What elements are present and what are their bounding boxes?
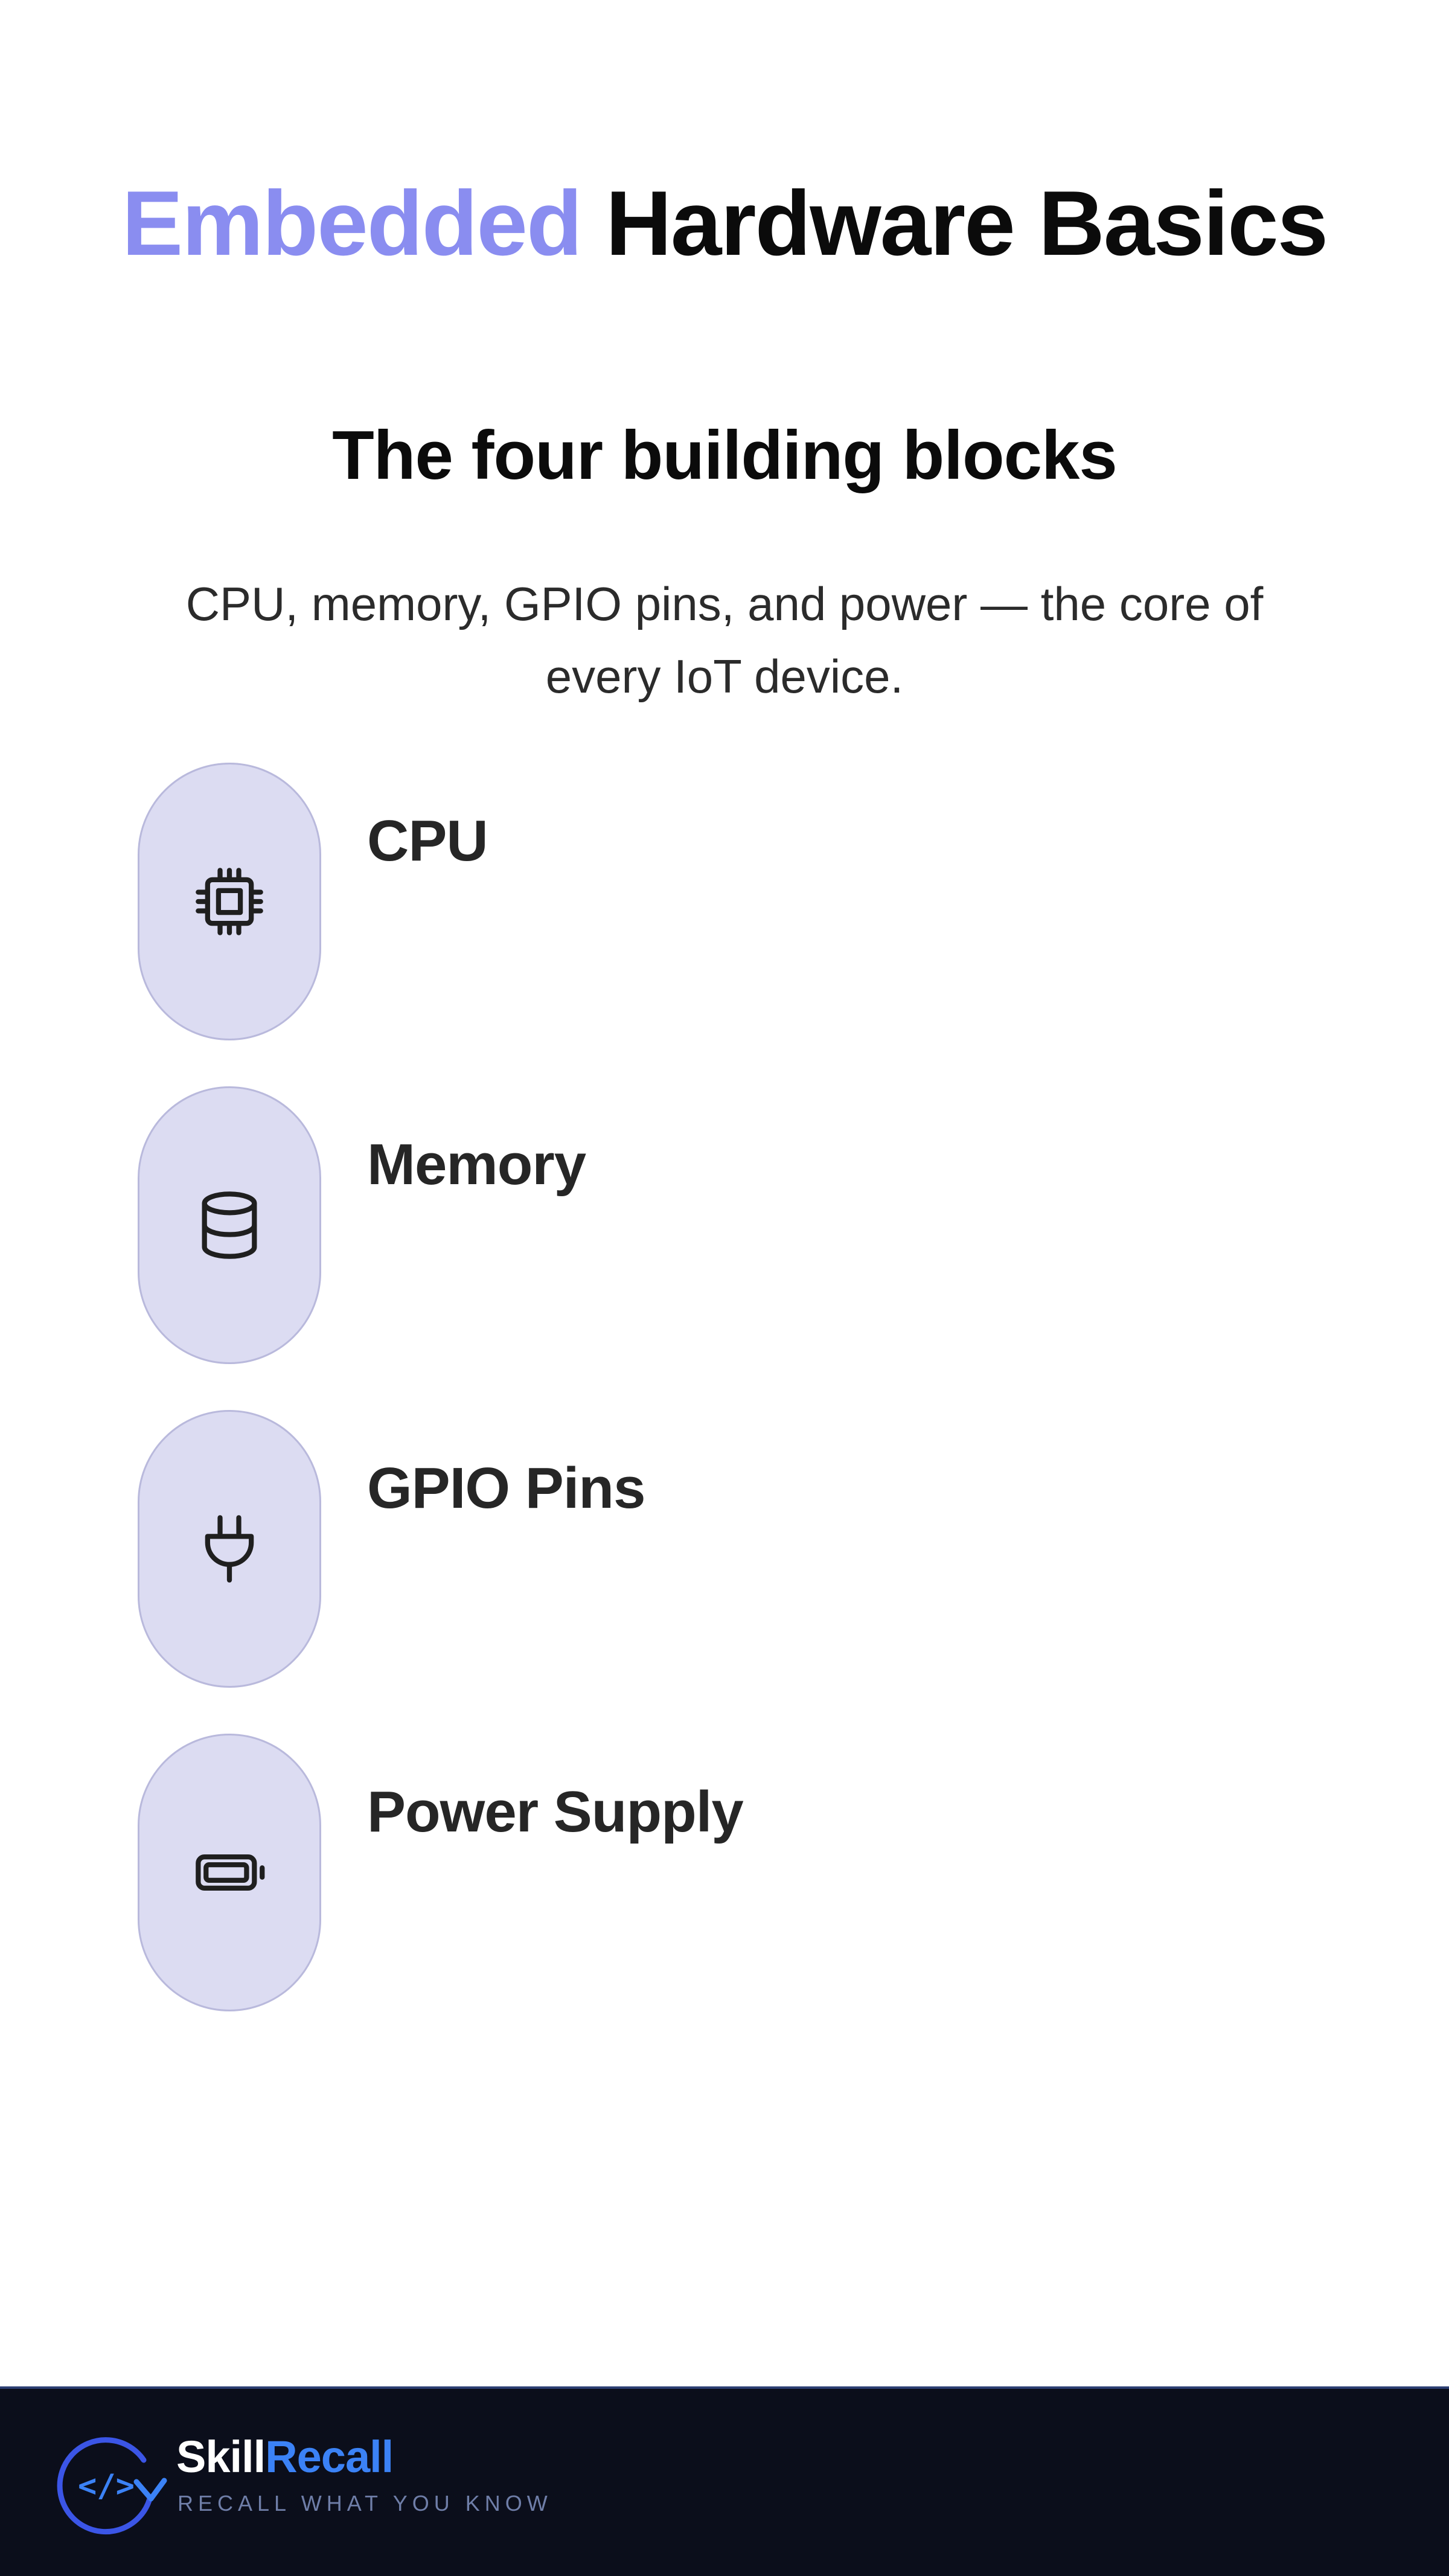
logo-glyph: </> xyxy=(78,2468,135,2504)
item-label: CPU xyxy=(367,809,488,873)
building-blocks-list: CPU Memory GPIO Pins xyxy=(138,763,1345,2057)
page-content: Embedded Hardware Basics The four buildi… xyxy=(121,166,1345,2057)
item-label: Power Supply xyxy=(367,1780,744,1844)
item-label: GPIO Pins xyxy=(367,1456,645,1520)
brand-name: SkillRecall xyxy=(176,2430,394,2484)
brand-part-skill: Skill xyxy=(176,2432,266,2482)
icon-pill xyxy=(138,763,321,1040)
icon-pill xyxy=(138,1410,321,1688)
footer-bar: </> SkillRecall RECALL WHAT YOU KNOW xyxy=(0,2386,1449,2576)
brand-tagline: RECALL WHAT YOU KNOW xyxy=(178,2491,552,2516)
list-item-memory: Memory xyxy=(138,1086,1345,1364)
page-subtitle: The four building blocks xyxy=(332,417,1118,494)
page-title: Embedded Hardware Basics xyxy=(121,166,1328,281)
list-item-gpio-pins: GPIO Pins xyxy=(138,1410,1345,1688)
page-description: CPU, memory, GPIO pins, and power — the … xyxy=(185,577,1264,703)
title-rest: Hardware Basics xyxy=(606,172,1328,275)
brand-part-recall: Recall xyxy=(265,2432,394,2482)
code-brackets-logo-icon: </> xyxy=(57,2437,167,2535)
list-item-cpu: CPU xyxy=(138,763,1345,1040)
icon-pill xyxy=(138,1086,321,1364)
battery-icon xyxy=(196,1854,265,1891)
cpu-chip-icon xyxy=(196,868,263,935)
item-label: Memory xyxy=(367,1132,586,1197)
database-icon xyxy=(202,1191,257,1259)
title-accent: Embedded xyxy=(121,172,583,275)
icon-pill xyxy=(138,1734,321,2011)
list-item-power-supply: Power Supply xyxy=(138,1734,1345,2011)
plug-icon xyxy=(205,1515,254,1583)
